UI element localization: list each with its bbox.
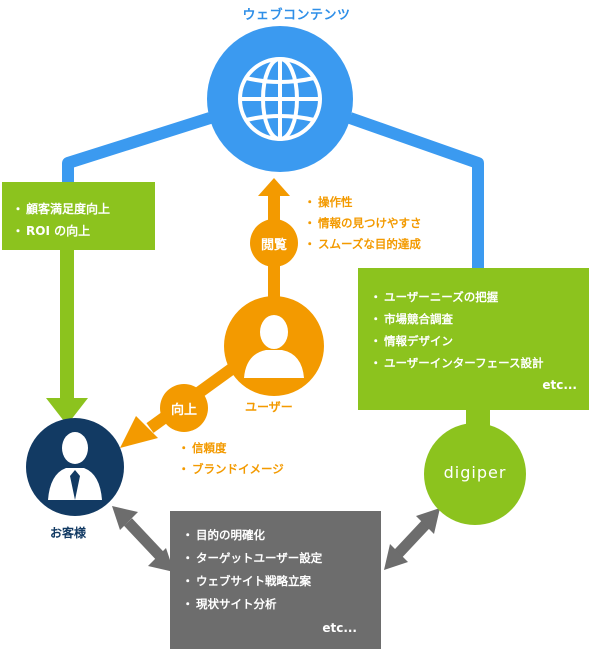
digiper-task: ユーザーニーズの把握 xyxy=(370,286,579,308)
globe-icon xyxy=(238,57,322,141)
client-tasks-etc: etc... xyxy=(322,621,357,635)
client-label: お客様 xyxy=(50,526,87,540)
digiper-logo-text: digiper xyxy=(443,463,507,482)
gray-arrow-right-head-a xyxy=(384,544,408,570)
digiper-tasks-list: ユーザーニーズの把握 市場競合調査 情報デザイン ユーザーインターフェース設計 xyxy=(370,286,579,374)
browse-point: 操作性 xyxy=(304,192,422,213)
gray-arrow-left-head-a xyxy=(112,506,138,530)
benefit-item: ROI の向上 xyxy=(12,220,155,242)
gray-arrow-left-head-b xyxy=(148,548,174,572)
gray-arrow-right-head-b xyxy=(416,508,440,534)
web-content-title: ウェブコンテンツ xyxy=(242,8,351,23)
blue-connector-left xyxy=(62,112,212,182)
benefit-box: 顧客満足度向上 ROI の向上 xyxy=(2,182,155,250)
digiper-tasks-etc: etc... xyxy=(542,378,577,392)
digiper-circle xyxy=(424,423,526,525)
client-task: 目的の明確化 xyxy=(182,524,371,547)
client-task: 現状サイト分析 xyxy=(182,593,371,616)
client-icon xyxy=(48,432,102,500)
gray-arrow-right-shaft xyxy=(391,520,431,560)
improve-badge-label: 向上 xyxy=(170,403,197,418)
improve-badge-circle xyxy=(160,384,208,432)
green-arrow-head xyxy=(46,398,88,425)
orange-arrow-up-head xyxy=(258,178,290,196)
benefit-item: 顧客満足度向上 xyxy=(12,198,155,220)
digiper-logo: digiper xyxy=(424,463,526,482)
improve-point: ブランドイメージ xyxy=(178,459,284,480)
benefit-list: 顧客満足度向上 ROI の向上 xyxy=(12,198,155,242)
digiper-task: 情報デザイン xyxy=(370,330,579,352)
client-task: ウェブサイト戦略立案 xyxy=(182,570,371,593)
client-task: ターゲットユーザー設定 xyxy=(182,547,371,570)
improve-points: 信頼度 ブランドイメージ xyxy=(178,438,284,480)
client-tasks-box: 目的の明確化 ターゲットユーザー設定 ウェブサイト戦略立案 現状サイト分析 et… xyxy=(170,511,381,649)
improve-point: 信頼度 xyxy=(178,438,284,459)
user-label: ユーザー xyxy=(245,400,293,414)
green-arrow-shaft xyxy=(60,250,74,400)
gray-arrow-left-shaft xyxy=(123,518,165,560)
blue-connector-right xyxy=(348,112,484,268)
user-icon xyxy=(244,315,304,378)
browse-points: 操作性 情報の見つけやすさ スムーズな目的達成 xyxy=(304,192,422,255)
browse-badge-label: 閲覧 xyxy=(260,238,287,253)
browse-badge-circle xyxy=(250,219,298,267)
digiper-task: ユーザーインターフェース設計 xyxy=(370,352,579,374)
browse-point: 情報の見つけやすさ xyxy=(304,213,422,234)
digiper-task: 市場競合調査 xyxy=(370,308,579,330)
digiper-tasks-box: ユーザーニーズの把握 市場競合調査 情報デザイン ユーザーインターフェース設計 … xyxy=(358,268,589,410)
browse-point: スムーズな目的達成 xyxy=(304,234,422,255)
client-tasks-list: 目的の明確化 ターゲットユーザー設定 ウェブサイト戦略立案 現状サイト分析 xyxy=(182,524,371,616)
orange-arrow-diag-head xyxy=(120,416,158,448)
